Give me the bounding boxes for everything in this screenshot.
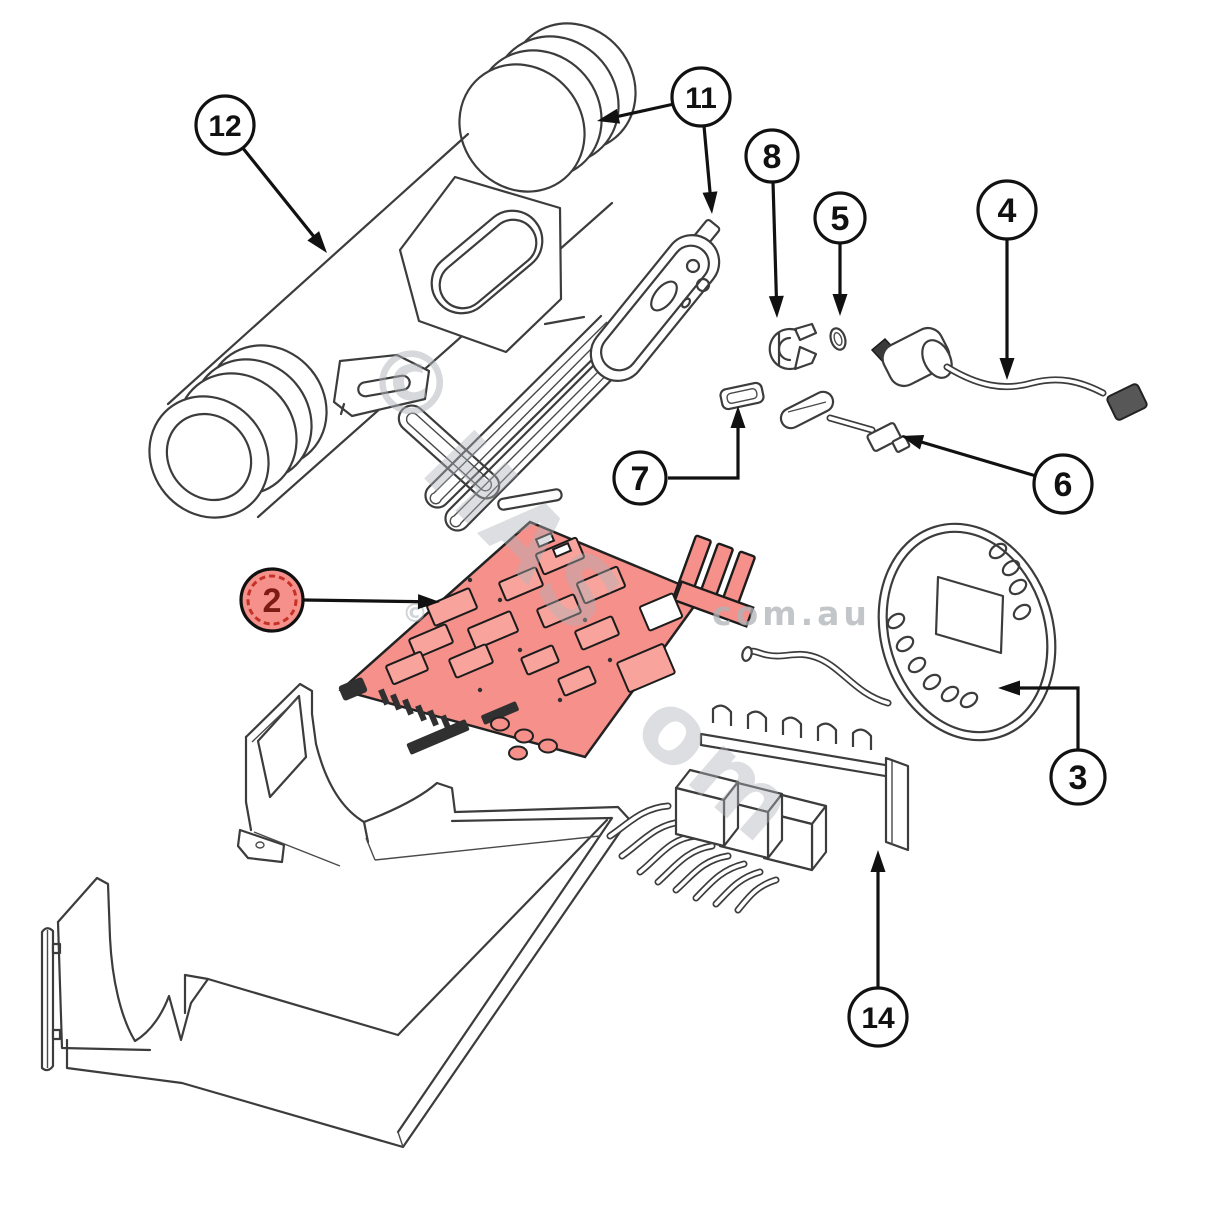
callout-2-circuit-board: 2 — [239, 567, 440, 633]
temp-sensor — [779, 390, 911, 453]
callout-circle — [670, 66, 732, 128]
retainer-clip — [768, 322, 818, 371]
callout-8-retainer-clip: 8 — [744, 128, 800, 318]
callout-circle — [239, 567, 305, 633]
callouts: 12 11 8 5 4 7 6 2 3 14 — [194, 66, 1107, 1048]
tube-bracket-tab — [332, 353, 431, 418]
callout-number: 2 — [263, 582, 282, 620]
saddle-bracket-left — [40, 876, 210, 1072]
arrowhead-icon — [597, 108, 621, 124]
pressure-switch — [870, 326, 1148, 421]
arrowhead-icon — [417, 594, 440, 610]
highlight-ring-icon — [246, 574, 298, 626]
callout-circle — [194, 94, 256, 156]
callout-circle — [847, 986, 909, 1048]
terminal-block — [606, 704, 910, 914]
arrowhead-icon — [702, 191, 718, 214]
callout-circle — [976, 179, 1038, 241]
callout-14-terminal-block: 14 — [847, 850, 909, 1048]
callout-leader-line — [702, 125, 713, 200]
callout-number: 11 — [685, 82, 717, 115]
enclosure-tray — [65, 805, 631, 1149]
watermark-domain-text: com.au — [712, 594, 871, 633]
arrowhead-icon — [730, 406, 746, 428]
callout-number: 5 — [831, 200, 850, 238]
heater-tube — [148, 22, 637, 519]
watermark-copyright-icon: © — [361, 326, 466, 441]
callout-leader-line — [914, 438, 1037, 478]
arrowhead-icon — [870, 850, 886, 872]
callout-11-element-plate: 11 — [597, 66, 732, 214]
callout-leader-line — [303, 598, 426, 604]
callout-number: 4 — [998, 192, 1017, 230]
arrowhead-icon — [999, 358, 1015, 380]
saddle-bracket-middle — [236, 682, 457, 864]
callout-circle — [612, 450, 668, 506]
callout-circle — [813, 191, 867, 245]
circuit-board — [338, 520, 756, 761]
arrowhead-icon — [998, 680, 1020, 696]
callout-5-o-ring: 5 — [813, 191, 867, 316]
panel-buttons — [886, 542, 1032, 709]
callout-7-jumper-chip: 7 — [612, 406, 746, 506]
callout-circle — [1032, 453, 1094, 515]
arrowhead-icon — [832, 294, 848, 316]
terminal-rail — [699, 704, 905, 781]
arrowhead-icon — [307, 231, 327, 253]
plate-oval-hole — [650, 280, 678, 312]
callout-number: 8 — [763, 138, 782, 176]
callout-6-temp-sensor: 6 — [901, 435, 1094, 515]
enclosure-box — [40, 682, 631, 1149]
terminal-relays — [674, 768, 828, 872]
callout-leader-line — [611, 102, 675, 120]
heatsink — [672, 534, 756, 628]
callout-12-heater-tube: 12 — [194, 94, 327, 253]
switch-cable-connector — [1106, 383, 1148, 421]
callout-circle — [1049, 748, 1107, 806]
pcb-capacitors — [490, 716, 558, 761]
o-ring — [829, 327, 847, 351]
panel-display — [934, 575, 1005, 655]
pcb-components — [385, 531, 684, 697]
callout-4-pressure-switch: 4 — [976, 179, 1038, 380]
callout-number: 3 — [1069, 759, 1088, 797]
tube-open-end — [148, 395, 270, 519]
heating-element — [397, 314, 636, 532]
tube-mount-boss — [398, 175, 563, 354]
callout-leader-line — [668, 421, 740, 480]
callout-number: 14 — [861, 1002, 895, 1035]
callout-leader-line — [771, 181, 779, 304]
terminal-end-plate — [884, 756, 910, 852]
callout-number: 7 — [631, 460, 650, 498]
element-plate — [589, 218, 721, 382]
callout-leader-line — [240, 145, 319, 243]
pcb-dark-components — [338, 577, 613, 755]
jumper-chip — [719, 381, 765, 411]
callout-number: 6 — [1054, 466, 1073, 504]
arrowhead-icon — [901, 435, 925, 450]
callout-circle — [744, 128, 800, 184]
callout-number: 12 — [208, 110, 241, 143]
arrowhead-icon — [768, 295, 784, 318]
callout-3-control-panel: 3 — [998, 680, 1107, 806]
